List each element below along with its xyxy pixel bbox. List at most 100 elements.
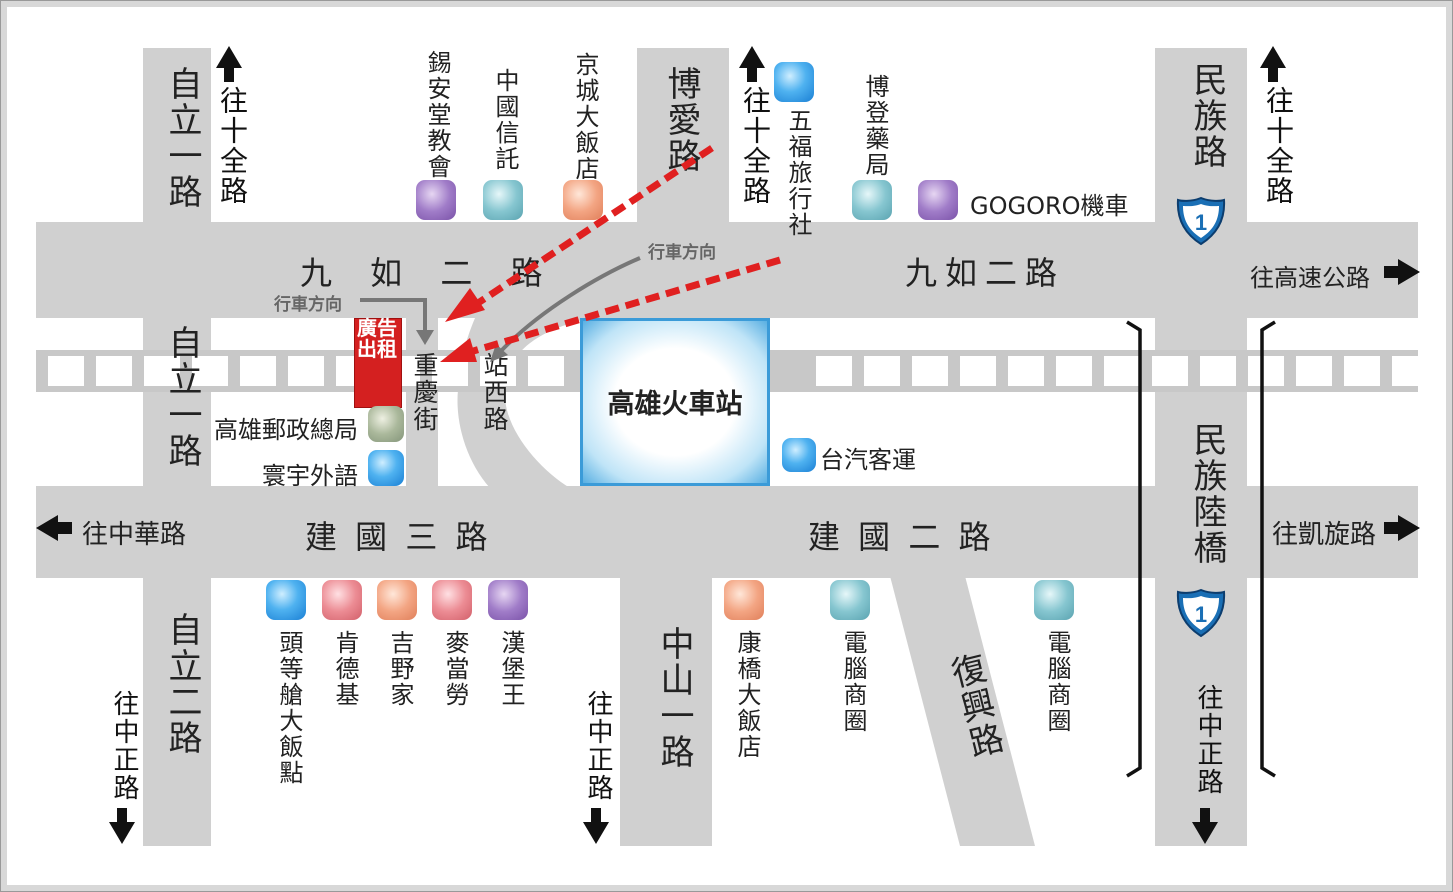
highway-shield-icon: 1 [1176, 588, 1226, 638]
direction-to-highway: 往高速公路 [1250, 264, 1370, 292]
poi-marker-gogoro [918, 180, 958, 220]
poi-label-wufu: 五福旅行社 [784, 108, 812, 238]
poi-marker-mall1 [830, 580, 870, 620]
road-minzu [1155, 48, 1247, 846]
direction-to-shiquan-1: 往十全路 [216, 86, 249, 206]
poi-marker-kangqiao [724, 580, 764, 620]
railway-tie [912, 356, 948, 386]
railway-tie [240, 356, 276, 386]
direction-to-zhongzheng-3: 往中正路 [1193, 684, 1223, 796]
railway-tie [960, 356, 996, 386]
road-boai [637, 48, 729, 224]
poi-label-yoshinoya: 吉野家 [386, 630, 414, 708]
railway-tie [1056, 356, 1092, 386]
road-ziliyi [143, 48, 211, 846]
road-chongqing [406, 316, 438, 488]
poi-label-xian-church: 錫安堂教會 [423, 50, 451, 180]
arrow-left-icon [36, 515, 72, 541]
railway-tie [1392, 356, 1428, 386]
traffic-direction-label-1: 行車方向 [274, 295, 342, 315]
ad-sign [354, 318, 402, 408]
railway-tie [48, 356, 84, 386]
poi-label-kangqiao: 康橋大飯店 [733, 630, 761, 760]
poi-label-mcd: 麥當勞 [441, 630, 469, 708]
railway-tie [96, 356, 132, 386]
road-label-minzu: 民族路 [1187, 62, 1227, 170]
arrow-up-icon [216, 46, 1286, 82]
railway-tie [1296, 356, 1332, 386]
traffic-arrow-1 [360, 298, 427, 333]
road-label-jiuru-left: 九 如 二 路 [300, 254, 557, 292]
poi-marker-wufu [774, 62, 814, 102]
railway-tie [480, 356, 516, 386]
road-zhongshan [620, 576, 712, 846]
poi-label-bk: 漢堡王 [497, 630, 525, 708]
arrow-right-icon [1384, 259, 1420, 541]
road-fuxing [890, 576, 1035, 846]
poi-label-huanyu: 寰宇外語 [262, 462, 358, 490]
poi-label-mall1: 電腦商圈 [839, 630, 867, 734]
arrow-down-icon [109, 808, 1218, 844]
road-label-zilier: 自立二路 [162, 612, 202, 756]
railway-tie [1344, 356, 1380, 386]
poi-label-bodeng: 博登藥局 [861, 74, 889, 178]
railway-tie [1248, 356, 1284, 386]
direction-to-shiquan-3: 往十全路 [1262, 86, 1295, 206]
poi-marker-bodeng [852, 180, 892, 220]
poi-marker-mcd [432, 580, 472, 620]
poi-marker-xian-church [416, 180, 456, 220]
road-label-zhongshan: 中山一路 [654, 626, 694, 770]
road-label-minzu-bridge: 民族陸橋 [1187, 422, 1227, 566]
poi-label-post-office: 高雄郵政總局 [214, 416, 358, 444]
railway-tie [288, 356, 324, 386]
poi-marker-post-office [368, 406, 404, 442]
road-label-ziliyi-mid: 自立一路 [162, 325, 202, 469]
station-box [580, 318, 770, 486]
direction-to-zhongzheng-2: 往中正路 [583, 690, 613, 802]
poi-marker-mall2 [1034, 580, 1074, 620]
poi-marker-chinatrust [483, 180, 523, 220]
direction-to-shiquan-2: 往十全路 [739, 86, 772, 206]
traffic-direction-label-2: 行車方向 [648, 243, 716, 263]
poi-marker-yoshinoya [377, 580, 417, 620]
poi-marker-toudeng [266, 580, 306, 620]
railway-tie [816, 356, 852, 386]
direction-to-kaixuan: 往凱旋路 [1272, 520, 1377, 550]
poi-label-mall2: 電腦商圈 [1043, 630, 1071, 734]
road-label-zhanxi: 站西路 [480, 352, 509, 433]
poi-label-kfc: 肯德基 [331, 630, 359, 708]
poi-label-jingcheng: 京城大飯店 [571, 52, 599, 182]
station-label: 高雄火車站 [607, 389, 743, 420]
highway-shield-icon: 1 [1176, 196, 1226, 246]
railway-tie [144, 356, 180, 386]
poi-marker-jingcheng [563, 180, 603, 220]
road-label-ziliyi-top: 自立一路 [162, 66, 202, 210]
poi-label-kuokuang: 台汽客運 [820, 446, 916, 474]
direction-to-zhonghua: 往中華路 [82, 520, 187, 550]
poi-marker-bk [488, 580, 528, 620]
highway-number: 1 [1195, 210, 1207, 235]
poi-label-gogoro: GOGORO機車 [970, 192, 1129, 220]
road-label-boai: 博愛路 [661, 66, 701, 174]
poi-marker-kfc [322, 580, 362, 620]
poi-marker-huanyu [368, 450, 404, 486]
direction-to-zhongzheng-1: 往中正路 [109, 690, 139, 802]
railway-tie [192, 356, 228, 386]
road-label-jianguo2: 建 國 二 路 [808, 518, 995, 556]
poi-label-toudeng: 頭等艙大飯點 [275, 630, 303, 786]
road-label-jiuru-right: 九如二路 [905, 254, 1066, 292]
poi-marker-kuokuang [782, 438, 816, 472]
ad-sign-text: 廣告出租 [357, 316, 397, 361]
railway-tie [1200, 356, 1236, 386]
road-label-jianguo3: 建 國 三 路 [305, 518, 492, 556]
poi-label-chinatrust: 中國信託 [491, 68, 519, 172]
railway-tie [1104, 356, 1140, 386]
traffic-arrow-2 [498, 256, 641, 354]
railway-tie [864, 356, 900, 386]
highway-number: 1 [1195, 602, 1207, 627]
road-label-chongqing: 重慶街 [410, 352, 439, 433]
railway-tie [528, 356, 564, 386]
railway-tie [1152, 356, 1188, 386]
